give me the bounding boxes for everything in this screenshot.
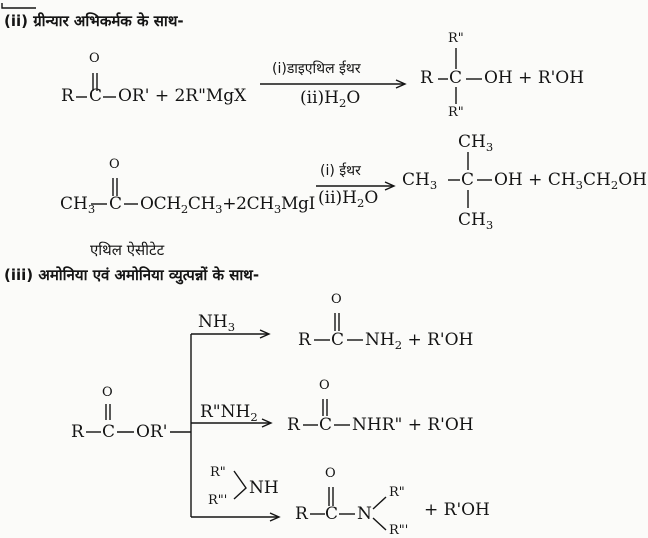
branch3-rest: + R'OH — [424, 500, 490, 520]
ester-c: C — [102, 422, 116, 442]
eq1-condition-bottom: (ii)H2O — [300, 88, 361, 111]
secondary-amine-bracket — [233, 470, 247, 500]
eq2-ch3: CH3 — [60, 194, 96, 217]
eq1-r: R — [61, 86, 74, 106]
grignard-heading: (ii) ग्रीन्यार अभिकर्मक के साथ- — [4, 12, 184, 30]
p3-bond-n-r2 — [372, 517, 387, 531]
branch3-r: R — [295, 504, 308, 524]
eq1-product-c: C — [449, 68, 463, 88]
eq1-condition-top: (i)डाइएथिल ईथर — [272, 61, 361, 77]
branch-arrow-1-head — [259, 329, 271, 339]
eq2-product-bottom: CH3 — [458, 210, 494, 233]
branch2-rest: NHR" + R'OH — [352, 415, 474, 435]
eq2-product-c: C — [461, 170, 475, 190]
branch3-reagent-r1: R" — [210, 465, 226, 480]
ester-o: O — [102, 385, 113, 400]
branch3-n: N — [357, 504, 372, 524]
ester-r: R — [71, 422, 84, 442]
branch1-c: C — [331, 330, 345, 350]
reaction-arrow-2-head — [384, 181, 396, 191]
branch3-c: C — [325, 504, 339, 524]
branch3-sub-r2: R"' — [389, 523, 409, 538]
eq2-c: C — [109, 194, 123, 214]
eq2-product-top: CH3 — [458, 132, 494, 155]
p3-bond-n-r1 — [372, 496, 387, 510]
ester-or: OR' — [136, 422, 168, 442]
branch2-o: O — [319, 378, 330, 393]
branch2-reagent: R"NH2 — [200, 402, 258, 425]
eq2-condition-bottom: (ii)H2O — [318, 188, 379, 211]
reaction-arrow-1-head — [395, 79, 407, 89]
branch-arrow-2-head — [261, 418, 273, 428]
eq2-product-left: CH3 — [402, 170, 438, 193]
eq2-carbonyl-o: O — [109, 157, 120, 172]
header-box-fragment — [1, 3, 36, 9]
eq1-product-bottom: R" — [448, 105, 464, 120]
branch1-rest: NH2 + R'OH — [365, 330, 474, 353]
eq2-product-rest: OH + CH3CH2OH — [494, 170, 647, 193]
eq1-product-r: R — [420, 68, 433, 88]
branch2-c: C — [319, 415, 333, 435]
eq1-product-rest: OH + R'OH — [484, 68, 585, 88]
eq1-carbonyl-o: O — [89, 51, 100, 66]
branch2-r: R — [287, 415, 300, 435]
branch3-reagent-r2: R"' — [208, 493, 228, 508]
eq2-reactant-rest: OCH2CH3+2CH3MgI — [140, 194, 316, 217]
ammonia-heading: (iii) अमोनिया एवं अमोनिया व्युत्पन्नों क… — [4, 266, 260, 284]
branch3-reagent-nh: NH — [249, 478, 279, 498]
branch3-sub-r1: R" — [389, 485, 405, 500]
branch1-reagent: NH3 — [198, 312, 236, 335]
branch1-o: O — [331, 292, 342, 307]
eq1-product-top: R" — [448, 31, 464, 46]
branch3-o: O — [325, 466, 336, 481]
eq1-reactant-rest: OR' + 2R"MgX — [118, 86, 247, 106]
eq1-c: C — [89, 86, 103, 106]
eq2-condition-top: (i) ईथर — [320, 163, 361, 179]
branch1-r: R — [298, 330, 311, 350]
branch-arrow-3-head — [269, 512, 281, 522]
ethyl-acetate-label: एथिल ऐसीटेट — [90, 241, 165, 259]
